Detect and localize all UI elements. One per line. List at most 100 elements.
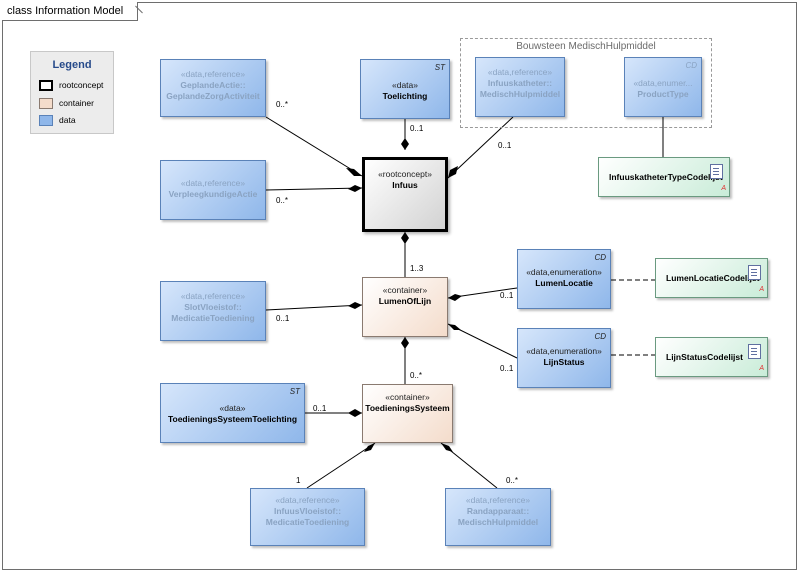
class-name: Randapparaat:: xyxy=(466,506,530,516)
multiplicity-label: 1..3 xyxy=(410,264,424,273)
class-name: InfuuskatheterTypeCodelijst xyxy=(609,172,723,182)
stereotype-label: «container» xyxy=(382,285,428,295)
multiplicity-label: 0..1 xyxy=(276,314,290,323)
stereotype-label: «container» xyxy=(385,392,430,402)
class-lijnstatus[interactable]: CD «data,enumeration» LijnStatus xyxy=(517,328,611,388)
class-name: LumenLocatie xyxy=(535,278,593,288)
class-lumenoflijn[interactable]: «container» LumenOfLijn xyxy=(362,277,448,337)
diamond-infuuskatheter xyxy=(448,166,458,178)
codelist-lumenlocatie[interactable]: LumenLocatieCodelijst A xyxy=(655,258,768,298)
legend-label: container xyxy=(59,98,94,108)
package-label: Bouwsteen MedischHulpmiddel xyxy=(516,41,656,52)
class-name: Infuuskatheter:: xyxy=(487,78,553,88)
multiplicity-label: 0..* xyxy=(410,371,423,380)
class-name: LumenOfLijn xyxy=(378,296,432,306)
legend-swatch xyxy=(39,98,53,109)
class-name: LumenLocatieCodelijst xyxy=(666,273,760,283)
class-name: GeplandeActie:: xyxy=(180,80,246,90)
class-geplandeactie[interactable]: «data,reference» GeplandeActie:: Gepland… xyxy=(160,59,266,117)
codelist-infuuskathetertype[interactable]: InfuuskatheterTypeCodelijst A xyxy=(598,157,730,197)
class-name-line2: MedischHulpmiddel xyxy=(479,89,561,99)
diamond-toedieningssysteem xyxy=(401,337,409,349)
class-infuuskatheter[interactable]: «data,reference» Infuuskatheter:: Medisc… xyxy=(475,57,565,117)
assoc-geplandeactie xyxy=(265,116,363,177)
multiplicity-label: 0..1 xyxy=(500,291,514,300)
diamond-infuusvloeistof xyxy=(364,443,375,452)
class-name: Infuus xyxy=(392,180,418,190)
type-tag: CD xyxy=(594,253,606,262)
class-toedieningssysteemtoelichting[interactable]: ST «data» ToedieningsSysteemToelichting xyxy=(160,383,305,443)
class-name: LijnStatus xyxy=(543,357,585,367)
package-boundary: Bouwsteen MedischHulpmiddel xyxy=(460,38,712,128)
class-lumenlocatie[interactable]: CD «data,enumeration» LumenLocatie xyxy=(517,249,611,309)
stereotype-label: «rootconcept» xyxy=(378,169,432,179)
legend: Legend rootconcept container data xyxy=(30,51,114,134)
stereotype-label: «data» xyxy=(392,80,418,90)
type-tag: CD xyxy=(685,61,697,70)
type-tag: CD xyxy=(594,332,606,341)
diamond-slotvloeistof xyxy=(348,302,362,309)
diamond-geplandeactie xyxy=(346,168,362,176)
multiplicity-label: 0..* xyxy=(276,100,289,109)
class-name-line2: MedischHulpmiddel xyxy=(457,517,539,527)
stereotype-label: «data,reference» xyxy=(487,67,553,77)
multiplicity-label: 0..1 xyxy=(498,141,512,150)
class-toelichting[interactable]: ST «data» Toelichting xyxy=(360,59,450,119)
document-icon xyxy=(710,164,723,179)
multiplicity-label: 0..* xyxy=(276,196,289,205)
class-infuus[interactable]: «rootconcept» Infuus xyxy=(362,157,448,232)
stereotype-label: «data,enumeration» xyxy=(526,267,602,277)
multiplicity-label: 0..* xyxy=(506,476,519,485)
multiplicity-label: 0..1 xyxy=(313,404,327,413)
diamond-lijnstatus xyxy=(448,324,461,330)
class-toedieningssysteem[interactable]: «container» ToedieningsSysteem xyxy=(362,384,453,443)
multiplicity-label: 0..1 xyxy=(410,124,424,133)
type-tag: ST xyxy=(289,387,300,396)
diamond-randapparaat xyxy=(441,443,453,452)
class-name: SlotVloeistof:: xyxy=(184,302,242,312)
multiplicity-label: 0..1 xyxy=(500,364,514,373)
class-name: Toelichting xyxy=(382,91,428,101)
assoc-slotvloeistof xyxy=(265,304,363,311)
class-name: ToedieningsSysteem xyxy=(365,403,450,413)
diagram-title: class Information Model xyxy=(2,2,139,21)
stereotype-label: «data,reference» xyxy=(275,495,340,505)
class-randapparaat[interactable]: «data,reference» Randapparaat:: MedischH… xyxy=(445,488,551,546)
legend-swatch xyxy=(39,80,53,91)
stereotype-label: «data» xyxy=(219,403,246,413)
diamond-toelichting xyxy=(401,138,409,150)
type-tag: ST xyxy=(434,63,445,72)
multiplicity-label: 1 xyxy=(296,476,301,485)
class-name: ProductType xyxy=(637,89,689,99)
abstract-mark: A xyxy=(721,185,726,192)
diamond-lumenoflijn xyxy=(401,232,409,244)
class-name-line2: GeplandeZorgActiviteit xyxy=(166,91,260,101)
stereotype-label: «data,reference» xyxy=(180,291,246,301)
legend-label: rootconcept xyxy=(59,80,104,90)
class-name: InfuusVloeistof:: xyxy=(273,506,342,516)
codelist-lijnstatus[interactable]: LijnStatusCodelijst A xyxy=(655,337,768,377)
legend-title: Legend xyxy=(52,59,92,71)
document-icon xyxy=(748,344,761,359)
stereotype-label: «data,reference» xyxy=(465,495,531,505)
diamond-toedieningssysteemtoelichting xyxy=(348,409,362,417)
assoc-verpleegkundigeactie xyxy=(265,187,363,191)
class-name: LijnStatusCodelijst xyxy=(666,352,743,362)
stereotype-label: «data,reference» xyxy=(180,69,246,79)
document-icon xyxy=(748,265,761,280)
stereotype-label: «data,enumeration» xyxy=(526,346,602,356)
legend-swatch xyxy=(39,115,53,126)
class-producttype[interactable]: CD «data,enumer... ProductType xyxy=(624,57,702,117)
abstract-mark: A xyxy=(759,286,764,293)
stereotype-label: «data,enumer... xyxy=(633,78,693,88)
class-name-line2: MedicatieToediening xyxy=(171,313,255,323)
class-slotvloeistof[interactable]: «data,reference» SlotVloeistof:: Medicat… xyxy=(160,281,266,341)
class-verpleegkundigeactie[interactable]: «data,reference» VerpleegkundigeActie xyxy=(160,160,266,220)
class-infuusvloeistof[interactable]: «data,reference» InfuusVloeistof:: Medic… xyxy=(250,488,365,546)
stereotype-label: «data,reference» xyxy=(180,178,246,188)
diamond-verpleegkundigeactie xyxy=(348,185,362,192)
diamond-lumenlocatie xyxy=(448,294,462,301)
class-name: VerpleegkundigeActie xyxy=(168,189,258,199)
